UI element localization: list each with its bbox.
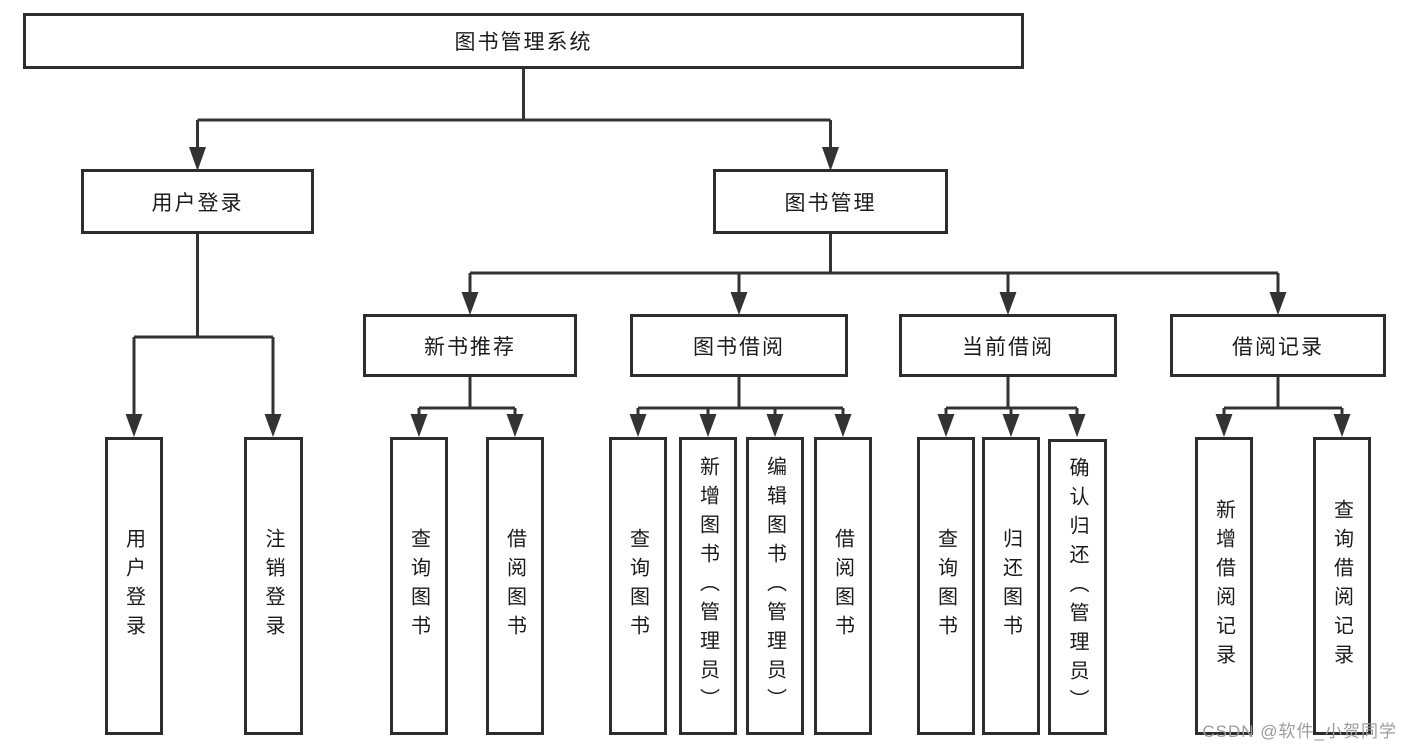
node-new-book-recommend: 新书推荐 <box>363 314 577 377</box>
leaf-borrow-books-recommend: 借阅图书 <box>486 437 544 735</box>
leaf-borrow-books: 借阅图书 <box>814 437 872 735</box>
leaf-confirm-return-admin: 确认归还（管理员） <box>1048 439 1107 735</box>
leaf-query-books-recommend: 查询图书 <box>390 437 448 735</box>
leaf-logout: 注销登录 <box>244 437 303 735</box>
leaf-return-book: 归还图书 <box>982 437 1040 735</box>
csdn-watermark: CSDN @软件_小贺同学 <box>1202 722 1397 741</box>
leaf-query-books-current: 查询图书 <box>917 437 975 735</box>
node-book-management: 图书管理 <box>713 169 948 234</box>
node-library-system: 图书管理系统 <box>23 13 1024 69</box>
node-borrow-records: 借阅记录 <box>1170 314 1386 377</box>
node-book-borrow: 图书借阅 <box>630 314 848 377</box>
leaf-edit-book-admin: 编辑图书（管理员） <box>746 437 804 735</box>
node-user-login: 用户登录 <box>81 169 314 234</box>
leaf-add-book-admin: 新增图书（管理员） <box>679 437 737 735</box>
leaf-query-books-borrow: 查询图书 <box>609 437 667 735</box>
node-current-borrow: 当前借阅 <box>899 314 1117 377</box>
leaf-add-borrow-record: 新增借阅记录 <box>1195 437 1253 735</box>
leaf-query-borrow-record: 查询借阅记录 <box>1313 437 1371 735</box>
leaf-user-login: 用户登录 <box>105 437 163 735</box>
